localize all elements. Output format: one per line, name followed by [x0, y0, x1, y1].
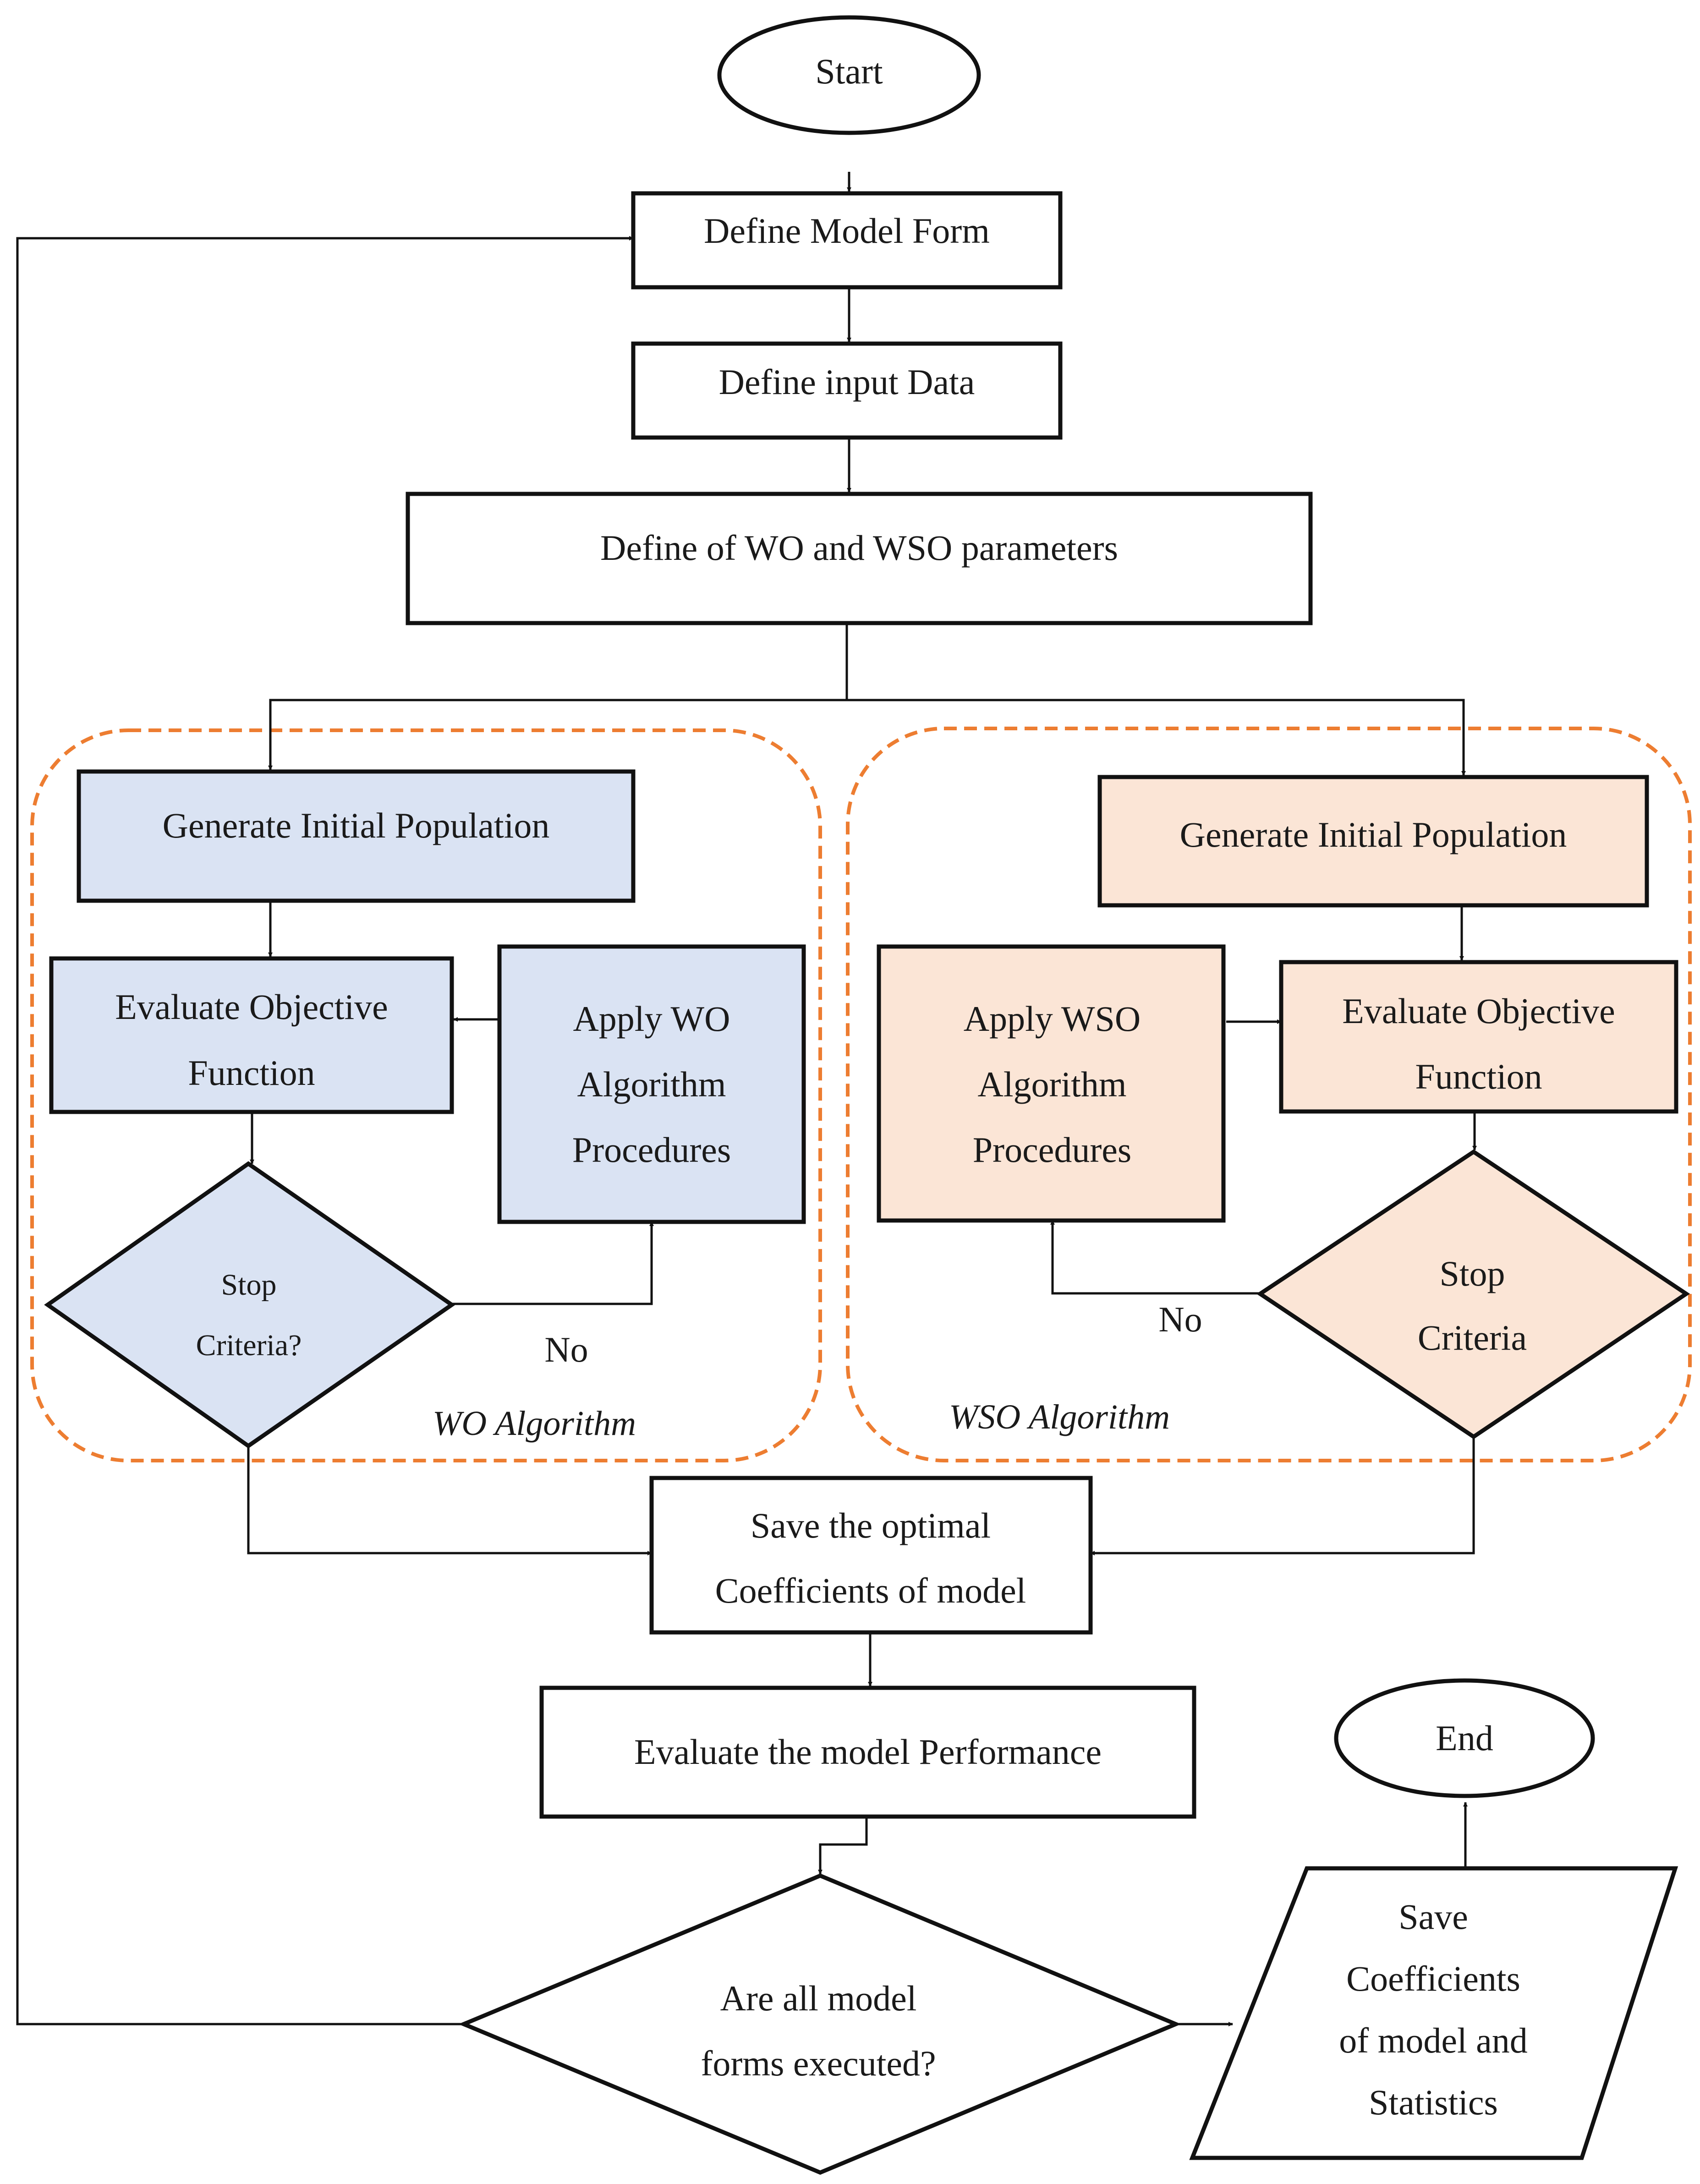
evaluate-performance-box — [539, 1686, 1196, 1819]
wo-generate-population-box — [77, 769, 636, 903]
wo-stop-criteria-diamond — [44, 1161, 455, 1449]
wo-evaluate-objective-line2: Function — [188, 1053, 315, 1093]
define-input-data-box — [631, 341, 1063, 440]
save-optimal-line1: Save the optimal — [751, 1505, 991, 1545]
wso-stop-criteria-line2: Criteria — [1418, 1318, 1527, 1357]
save-statistics-line1: Save — [1398, 1897, 1468, 1937]
edge-loop-back-to-model-form — [16, 236, 634, 2025]
end-terminal — [1334, 1678, 1595, 1798]
edge-parameters-to-wo — [268, 623, 848, 770]
wo-no-label: No — [544, 1330, 588, 1369]
wo-apply-algorithm-line2: Algorithm — [577, 1064, 726, 1104]
save-statistics-line3: of model and — [1339, 2020, 1528, 2060]
wso-stop-criteria-diamond — [1256, 1149, 1690, 1440]
save-optimal-line2: Coefficients of model — [715, 1571, 1026, 1610]
edge-wso-stop-no-to-apply — [1050, 1220, 1260, 1295]
wso-no-label: No — [1158, 1299, 1202, 1339]
wo-generate-population-label: Generate Initial Population — [163, 805, 550, 845]
define-model-form-box — [631, 191, 1063, 290]
wo-apply-algorithm-line1: Apply WO — [573, 999, 730, 1039]
save-statistics-parallelogram — [1189, 1866, 1678, 2160]
save-statistics-line4: Statistics — [1369, 2082, 1498, 2122]
all-forms-executed-diamond — [458, 1873, 1181, 2175]
wo-apply-algorithm-box — [497, 944, 806, 1224]
wso-apply-algorithm-line3: Procedures — [973, 1130, 1132, 1170]
wso-evaluate-objective-box — [1279, 960, 1678, 1114]
wo-algorithm-group-label: WO Algorithm — [433, 1404, 636, 1443]
wo-evaluate-objective-box — [49, 956, 454, 1114]
end-label: End — [1436, 1718, 1493, 1758]
all-forms-executed-line2: forms executed? — [701, 2043, 936, 2083]
wso-apply-algorithm-line2: Algorithm — [978, 1064, 1127, 1104]
define-input-data-label: Define input Data — [719, 362, 975, 402]
define-parameters-box — [406, 492, 1313, 625]
wso-evaluate-objective-line1: Evaluate Objective — [1342, 991, 1615, 1031]
wso-stop-criteria-line1: Stop — [1439, 1253, 1505, 1293]
define-model-form-label: Define Model Form — [704, 211, 990, 251]
edge-performance-to-decision — [818, 1817, 868, 1874]
wo-evaluate-objective-line1: Evaluate Objective — [115, 987, 388, 1027]
evaluate-performance-label: Evaluate the model Performance — [634, 1732, 1102, 1772]
wso-generate-population-box — [1097, 775, 1649, 908]
save-optimal-box — [649, 1476, 1093, 1635]
wo-stop-criteria-line2: Criteria? — [196, 1329, 302, 1362]
edge-wo-to-save-optimal — [247, 1446, 652, 1555]
wso-algorithm-group-label: WSO Algorithm — [949, 1398, 1170, 1436]
save-statistics-line2: Coefficients — [1346, 1959, 1520, 1998]
define-parameters-label: Define of WO and WSO parameters — [600, 528, 1118, 568]
edge-wo-stop-no-to-apply — [452, 1221, 654, 1305]
wso-apply-algorithm-line1: Apply WSO — [964, 999, 1141, 1039]
wso-evaluate-objective-line2: Function — [1415, 1056, 1542, 1096]
wso-generate-population-label: Generate Initial Population — [1180, 815, 1567, 854]
wso-apply-algorithm-box — [877, 944, 1226, 1223]
wso-algorithm-group — [846, 727, 1692, 1462]
edge-parameters-to-wso — [847, 699, 1466, 776]
wo-algorithm-group — [30, 728, 822, 1462]
start-terminal — [717, 15, 981, 135]
wo-apply-algorithm-line3: Procedures — [572, 1130, 731, 1170]
edge-wso-to-save-optimal — [1090, 1437, 1475, 1555]
start-label: Start — [815, 51, 883, 91]
connectors — [16, 172, 1477, 2026]
wo-stop-criteria-line1: Stop — [221, 1268, 276, 1302]
all-forms-executed-line1: Are all model — [720, 1978, 917, 2018]
